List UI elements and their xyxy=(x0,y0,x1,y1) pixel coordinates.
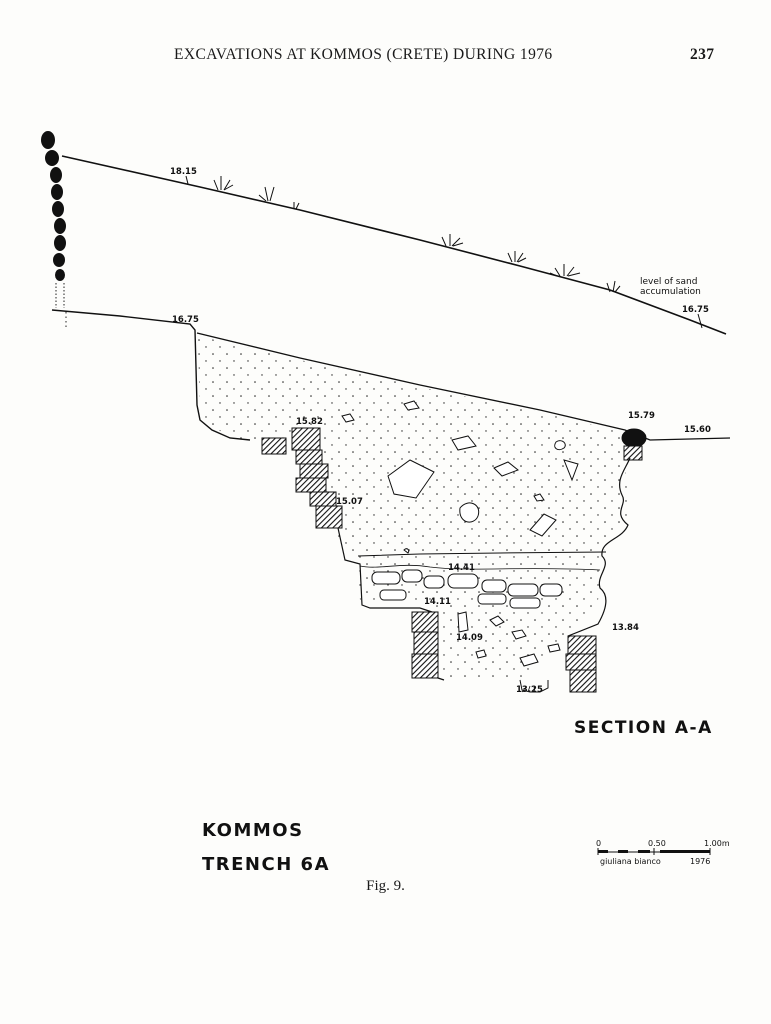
left-profile-stones xyxy=(41,131,66,281)
elevation-floor-left: 14.11 xyxy=(424,597,451,607)
credit-name: giuliana bianco xyxy=(600,857,661,866)
running-title: EXCAVATIONS AT KOMMOS (CRETE) DURING 197… xyxy=(174,46,553,63)
elevation-wall-top-left: 15.82 xyxy=(296,417,323,427)
paving-stones xyxy=(371,569,563,609)
elevation-floor-lower: 14.09 xyxy=(456,633,483,643)
right-wall-stones xyxy=(411,428,647,693)
trench-title: TRENCH 6A xyxy=(202,854,330,875)
elevation-top-left: 18.15 xyxy=(170,167,197,177)
section-label: SECTION A-A xyxy=(574,718,713,738)
elevation-rim-right: 15.79 xyxy=(628,411,655,421)
figure-caption: Fig. 9. xyxy=(366,878,405,894)
left-wall-stones xyxy=(261,427,343,529)
vegetation-icons xyxy=(213,176,621,293)
elevation-floor-right: 13.84 xyxy=(612,623,639,633)
scale-tick-0: 0 xyxy=(596,839,601,848)
elevation-labels: 18.15 16.75 16.75 15.82 15.07 15.79 15.6… xyxy=(170,167,711,695)
floor-line xyxy=(357,551,607,557)
credit-year: 1976 xyxy=(690,857,710,866)
fill-stones xyxy=(341,400,579,667)
floor-line xyxy=(359,564,601,571)
scale-tick-end: 1.00m xyxy=(704,839,730,848)
ground-surface-line xyxy=(51,309,251,441)
annotation-line2: accumulation xyxy=(640,287,701,297)
vegetation-icons xyxy=(521,685,536,693)
elevation-right-edge: 15.60 xyxy=(684,425,711,435)
deposit-top-line xyxy=(196,332,731,441)
site-title: KOMMOS xyxy=(202,820,304,841)
page-number: 237 xyxy=(690,46,715,63)
elevation-bottom: 13.25 xyxy=(516,685,543,695)
elevation-surface-left: 16.75 xyxy=(172,315,199,325)
elevation-top-right: 16.75 xyxy=(682,305,709,315)
sand-surface-line xyxy=(61,155,727,335)
scale-bar: 0 0.50 1.00m giuliana bianco 1976 xyxy=(596,839,730,866)
elevation-floor-upper: 14.41 xyxy=(448,563,475,573)
annotation-line1: level of sand xyxy=(640,277,697,287)
trench-wall-right xyxy=(567,457,631,637)
elevation-wall-mid-left: 15.07 xyxy=(336,497,363,507)
scale-tick-mid: 0.50 xyxy=(648,839,666,848)
